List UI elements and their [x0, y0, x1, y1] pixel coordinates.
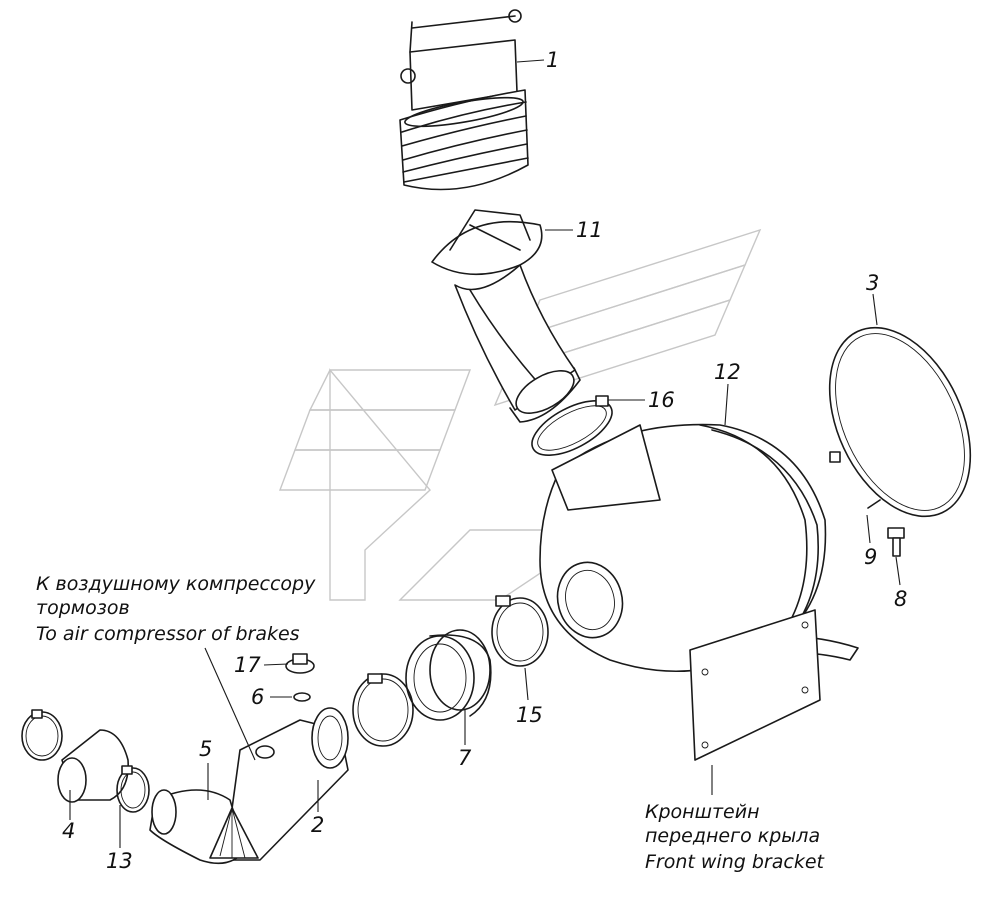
note-compressor: К воздушному компрессору тормозов To air…	[36, 573, 316, 645]
part-3-band	[828, 326, 972, 518]
part-6-washer	[293, 692, 311, 702]
part-13-clamp	[116, 765, 150, 813]
part-clamp-large	[352, 673, 414, 747]
callout-4: 4	[62, 819, 75, 843]
note-compressor-line-1: К воздушному компрессору	[36, 573, 316, 595]
callout-15: 15	[516, 703, 543, 727]
part-11-intake-elbow	[431, 209, 581, 423]
note-bracket-line-3: Front wing bracket	[645, 851, 826, 873]
part-7-sleeve	[405, 629, 492, 721]
callout-12: 12	[714, 360, 741, 384]
callout-16: 16	[648, 388, 675, 412]
callout-17: 17	[234, 653, 261, 677]
callout-8: 8	[894, 587, 907, 611]
note-bracket-line-2: переднего крыла	[645, 825, 820, 847]
callout-13: 13	[106, 849, 133, 873]
callout-5: 5	[199, 737, 212, 761]
part-16-clamp	[531, 395, 613, 456]
callouts: 1 11 3 12 16 9 8 17 6 5 2 4 13 7 15	[62, 48, 907, 873]
part-12-air-filter	[539, 423, 859, 761]
callout-6: 6	[251, 685, 264, 709]
leader-lines	[69, 59, 901, 848]
part-1-bellows	[399, 9, 529, 191]
note-bracket: Кронштейн переднего крыла Front wing bra…	[645, 801, 826, 873]
callout-1: 1	[546, 48, 559, 72]
callout-3: 3	[866, 271, 879, 295]
callout-9: 9	[864, 545, 877, 569]
part-4-hose	[57, 729, 129, 803]
part-9-8-bolt	[867, 499, 905, 557]
part-5-elbow	[149, 745, 275, 865]
part-15-clamp	[491, 595, 549, 667]
callout-2: 2	[311, 813, 324, 837]
note-bracket-line-1: Кронштейн	[645, 801, 760, 823]
note-compressor-line-2: тормозов	[36, 597, 130, 619]
note-compressor-line-3: To air compressor of brakes	[36, 623, 300, 645]
callout-7: 7	[458, 746, 472, 770]
callout-11: 11	[576, 218, 603, 242]
part-17-sensor	[285, 653, 315, 674]
watermark-logo-icon	[278, 228, 762, 601]
part-clamp-small	[21, 709, 63, 761]
part-2-pipe	[224, 707, 349, 861]
